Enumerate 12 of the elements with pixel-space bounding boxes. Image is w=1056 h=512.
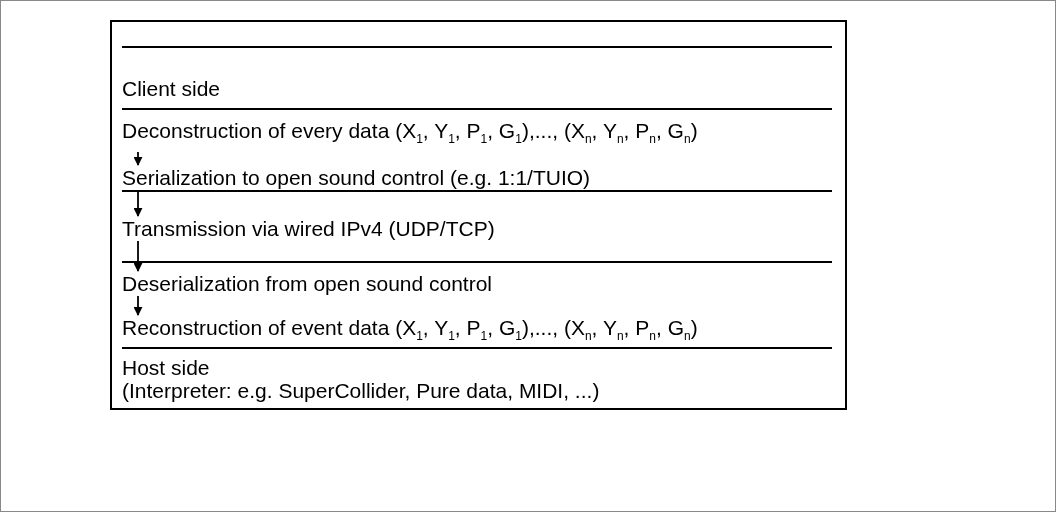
step-text: Serialization to open sound control (e.g. 1:1/TUIO) <box>122 166 591 189</box>
step-text: Transmission via wired IPv4 (UDP/TCP) <box>122 217 495 240</box>
step-text: Reconstruction of event data (X$_{1}$, Y$_{1}$, P$_{1}$, G$_{1}$),..., (X$_{n}$, Y$_{n}$, P$_{n}$, G$_{n}$) <box>122 316 698 349</box>
step-text: (Interpreter: e.g. SuperCollider, Pure data, MIDI, ...) <box>122 379 600 402</box>
step-text: Client side <box>122 77 221 100</box>
arrow <box>133 240 143 272</box>
step-heading: Host side <box>122 356 211 379</box>
step-text: Deserialization from open sound control <box>122 272 493 295</box>
step-text: Deconstruction of every data (X$_{1}$, Y$_{1}$, P$_{1}$, G$_{1}$),..., (X$_{n}$, Y$_{n}$, P$_{n}$, G$_{n}$) <box>122 119 698 152</box>
arrow <box>133 295 143 316</box>
arrow <box>133 151 143 166</box>
arrow <box>133 189 143 217</box>
